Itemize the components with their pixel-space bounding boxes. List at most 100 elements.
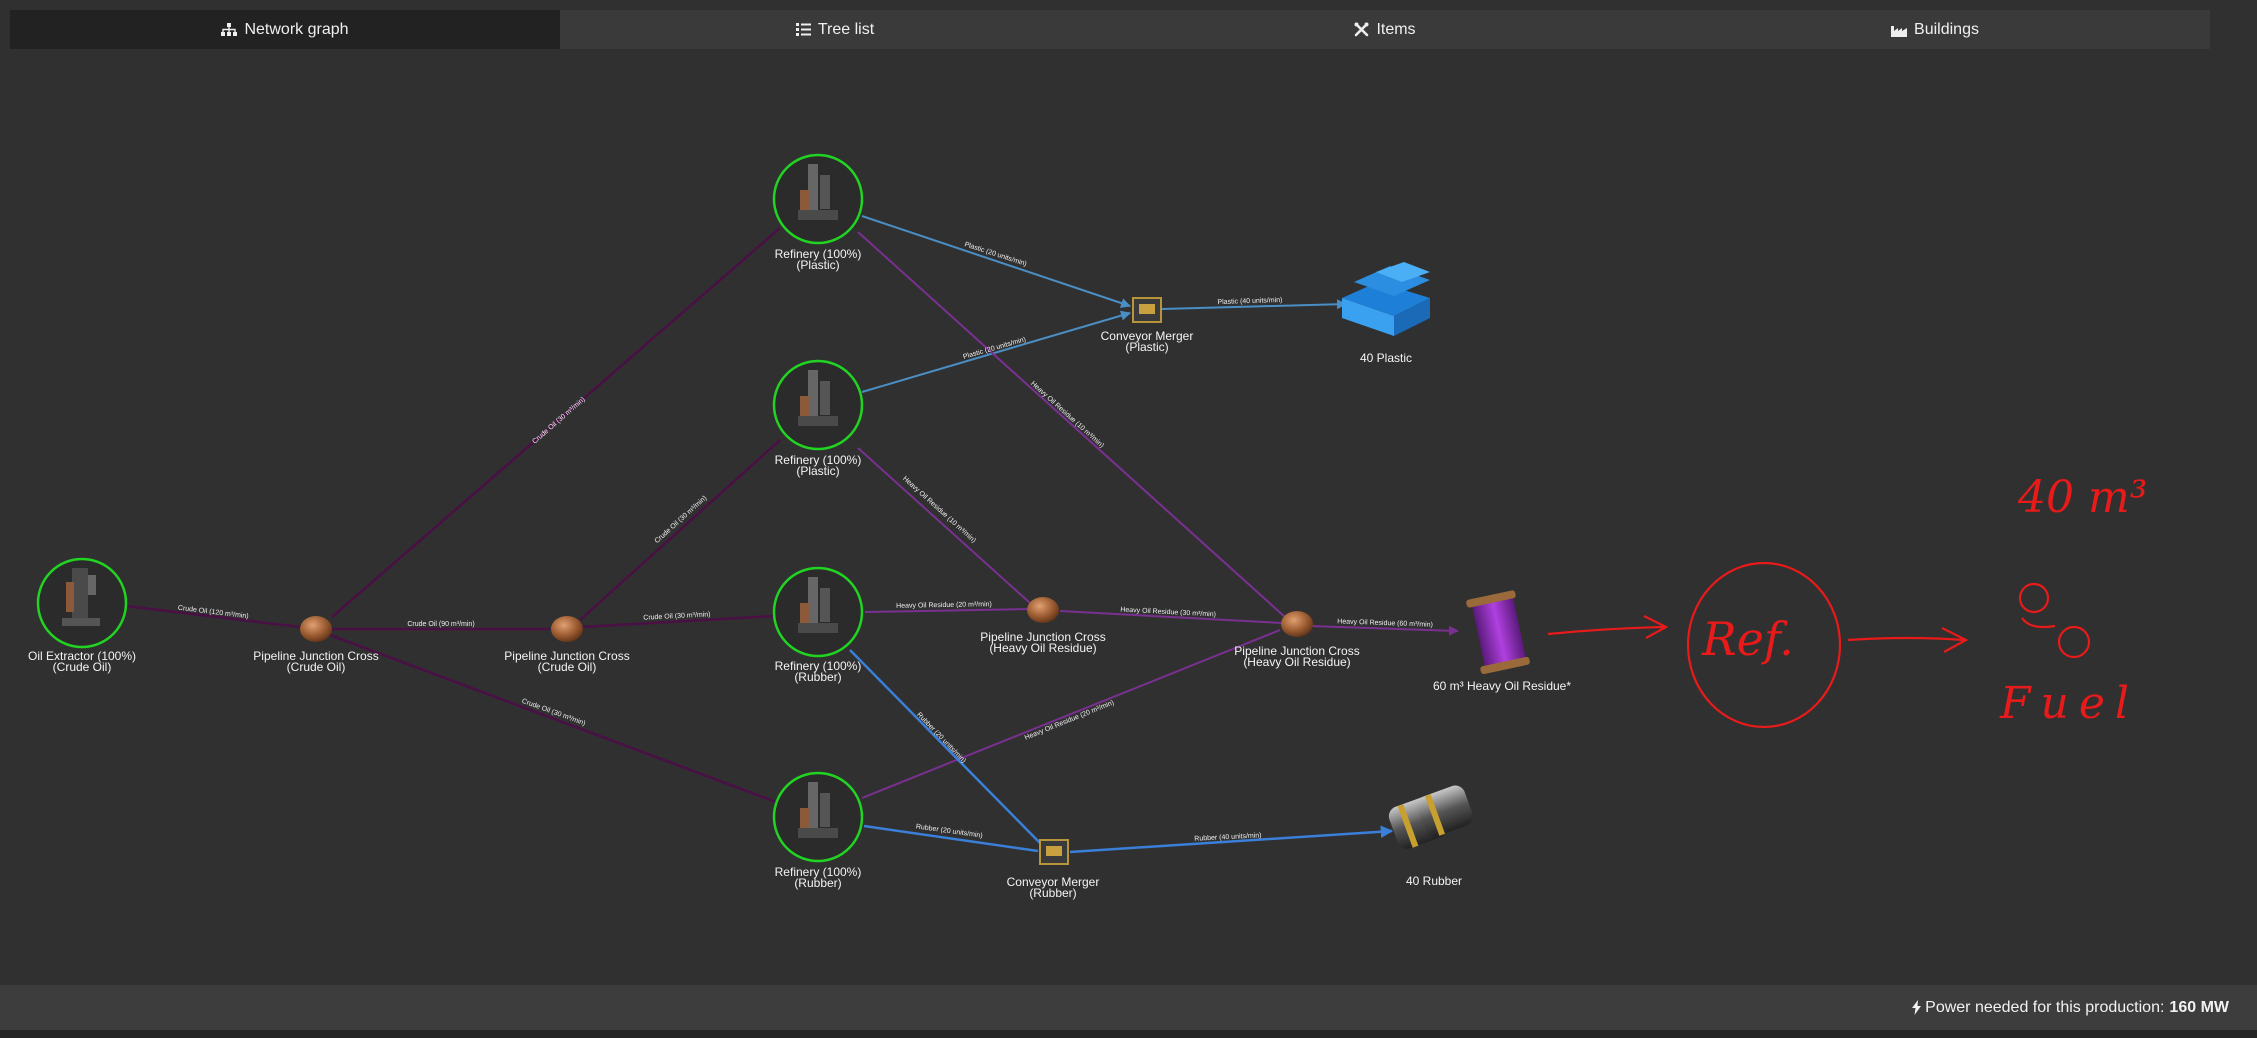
refinery-icon [798, 782, 838, 838]
heavy-oil-canister-icon [1466, 590, 1530, 675]
node-label: (Crude Oil) [53, 660, 112, 674]
edge-crude-oil [579, 439, 781, 621]
edge-plastic [861, 310, 1131, 393]
oil-extractor-icon [62, 568, 100, 626]
node-label: (Heavy Oil Residue) [1243, 655, 1350, 669]
node-label: Pipeline Junction Cross [980, 630, 1105, 644]
refinery-node[interactable]: Refinery (100%) (Rubber) [772, 771, 864, 890]
node-label: 60 m³ Heavy Oil Residue* [1433, 679, 1571, 693]
edge-label: Rubber (20 units/min) [915, 711, 967, 764]
pipeline-junction-node[interactable]: Pipeline Junction Cross (Crude Oil) [253, 616, 379, 674]
pipeline-junction-node[interactable]: Pipeline Junction Cross (Heavy Oil Resid… [1234, 611, 1360, 669]
edge-label: Heavy Oil Residue (10 m³/min) [901, 475, 977, 544]
node-label: Pipeline Junction Cross [253, 649, 378, 663]
node-label: Pipeline Junction Cross [504, 649, 629, 663]
edge-plastic [1161, 299, 1347, 310]
rubber-output-node[interactable]: 40 Rubber [1386, 783, 1476, 888]
edge-label: Crude Oil (30 m³/min) [521, 698, 587, 728]
refinery-node[interactable]: Refinery (100%) (Rubber) [772, 566, 864, 684]
edge-heavy-oil [861, 629, 1281, 799]
node-label: Conveyor Merger [1101, 329, 1194, 343]
edge-label: Heavy Oil Residue (60 m³/min) [1337, 618, 1433, 628]
node-label: (Rubber) [794, 670, 841, 684]
tab-items[interactable]: Items [1110, 10, 1660, 49]
conveyor-merger-node[interactable]: Conveyor Merger (Plastic) [1101, 297, 1194, 354]
rubber-icon [1388, 785, 1473, 849]
edge-label: Crude Oil (120 m³/min) [177, 605, 249, 621]
list-icon [795, 23, 811, 36]
node-label: (Plastic) [796, 464, 839, 478]
edge-crude-oil [581, 614, 776, 629]
edge-label: Plastic (20 units/min) [962, 336, 1026, 361]
edge-label: Crude Oil (30 m³/min) [643, 611, 711, 622]
pipeline-junction-icon [551, 616, 583, 642]
edge-label: Heavy Oil Residue (20 m³/min) [1024, 699, 1115, 741]
edge-crude-oil [125, 604, 301, 629]
tab-label: Items [1376, 20, 1416, 38]
conveyor-merger-icon [1039, 839, 1069, 865]
annotation-arrow [1847, 627, 1969, 653]
edge-heavy-oil [1059, 610, 1283, 624]
node-label: (Plastic) [796, 258, 839, 272]
node-label: Refinery (100%) [775, 865, 862, 879]
pipeline-junction-node[interactable]: Pipeline Junction Cross (Heavy Oil Resid… [980, 597, 1106, 655]
power-footer: Power needed for this production: 160 MW [0, 985, 2257, 1030]
edge-rubber [849, 649, 1041, 844]
edge-label: Heavy Oil Residue (30 m³/min) [1120, 607, 1216, 619]
graph-nodes: Oil Extractor (100%) (Crude Oil) Pipelin… [28, 153, 1571, 900]
edge-label: Plastic (40 units/min) [1217, 297, 1282, 306]
oil-extractor-node[interactable]: Oil Extractor (100%) (Crude Oil) [28, 557, 136, 674]
pipeline-junction-node[interactable]: Pipeline Junction Cross (Crude Oil) [504, 616, 630, 674]
node-label: 40 Rubber [1406, 874, 1462, 888]
node-label: (Crude Oil) [538, 660, 597, 674]
node-label: Refinery (100%) [775, 453, 862, 467]
edge-plastic [861, 215, 1131, 308]
bolt-icon [1912, 1000, 1922, 1015]
edge-rubber [1069, 825, 1394, 854]
edge-label: Crude Oil (30 m³/min) [654, 495, 709, 545]
network-graph-canvas[interactable]: Crude Oil (120 m³/min) Crude Oil (30 m³/… [0, 0, 2257, 985]
tab-label: Network graph [244, 20, 349, 38]
tab-label: Buildings [1914, 20, 1979, 38]
annotation-circle [1686, 561, 1842, 729]
tab-tree-list[interactable]: Tree list [560, 10, 1110, 49]
node-label: Refinery (100%) [775, 247, 862, 261]
edge-label: Rubber (40 units/min) [1194, 832, 1262, 843]
tab-buildings[interactable]: Buildings [1660, 10, 2210, 49]
edge-label: Heavy Oil Residue (20 m³/min) [896, 601, 992, 610]
node-label: (Crude Oil) [287, 660, 346, 674]
fuel-canister-icon [2018, 582, 2091, 659]
edge-heavy-oil [857, 447, 1031, 604]
refinery-node[interactable]: Refinery (100%) (Plastic) [772, 153, 864, 272]
conveyor-merger-node[interactable]: Conveyor Merger (Rubber) [1007, 839, 1100, 900]
edge-label: Crude Oil (30 m³/min) [531, 396, 586, 445]
annotation-volume-text: 40 m³ [2017, 472, 2147, 523]
edge-label: Plastic (20 units/min) [963, 241, 1027, 268]
edge-label: Crude Oil (90 m³/min) [407, 621, 474, 628]
annotation-arrow [1547, 615, 1669, 639]
industry-icon [1891, 23, 1908, 37]
node-label: (Rubber) [1029, 886, 1076, 900]
plastic-icon [1342, 262, 1430, 336]
edge-heavy-oil [857, 231, 1286, 618]
edge-heavy-oil [1309, 625, 1459, 636]
tab-network-graph[interactable]: Network graph [10, 10, 560, 49]
node-label: Pipeline Junction Cross [1234, 644, 1359, 658]
edge-label: Heavy Oil Residue (10 m³/min) [1029, 380, 1105, 449]
sitemap-icon [221, 22, 238, 37]
refinery-node[interactable]: Refinery (100%) (Plastic) [772, 359, 864, 478]
handwritten-annotations: Ref. 40 m³ Fuel [1547, 472, 2147, 729]
conveyor-merger-icon [1132, 297, 1162, 323]
edge-crude-oil [329, 633, 777, 804]
graph-edges [125, 215, 1459, 854]
refinery-icon [798, 577, 838, 633]
edge-crude-oil [331, 227, 781, 618]
bottom-edge [0, 1030, 2257, 1038]
node-label: (Heavy Oil Residue) [989, 641, 1096, 655]
pipeline-junction-icon [1281, 611, 1313, 637]
plastic-output-node[interactable]: 40 Plastic [1342, 262, 1430, 365]
node-label: Conveyor Merger [1007, 875, 1100, 889]
pipeline-junction-icon [300, 616, 332, 642]
node-label: 40 Plastic [1360, 351, 1412, 365]
heavy-oil-output-node[interactable]: 60 m³ Heavy Oil Residue* [1433, 590, 1571, 693]
